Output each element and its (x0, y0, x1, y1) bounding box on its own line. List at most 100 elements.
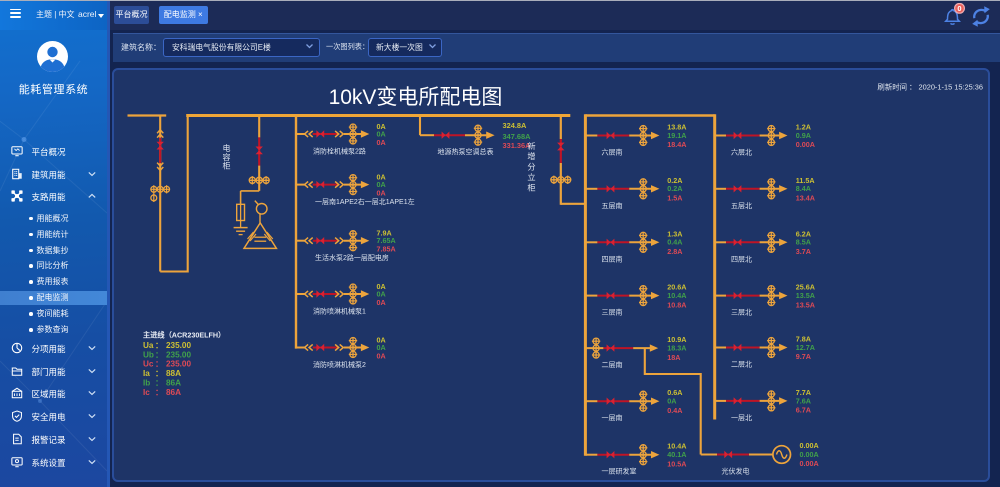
svg-text:8.5A: 8.5A (796, 238, 811, 247)
svg-text:Ia: Ia (143, 369, 150, 378)
svg-text:86A: 86A (166, 378, 181, 387)
svg-text:0A: 0A (377, 352, 386, 361)
svg-text:1.3A: 1.3A (667, 229, 682, 238)
svg-text:18.3A: 18.3A (667, 344, 686, 353)
svg-text:0A: 0A (377, 189, 386, 198)
svg-text:0: 0 (957, 4, 961, 13)
svg-text:：: ： (155, 341, 163, 350)
svg-text:1.2A: 1.2A (796, 123, 811, 132)
svg-text:19.1A: 19.1A (667, 131, 686, 140)
svg-text:13.4A: 13.4A (796, 194, 815, 203)
svg-text:0.2A: 0.2A (667, 184, 682, 193)
svg-text:331.36A: 331.36A (503, 141, 532, 150)
svg-text:增: 增 (527, 151, 535, 161)
svg-text:40.1A: 40.1A (667, 450, 686, 459)
svg-text:Uc: Uc (143, 360, 154, 369)
svg-text:0A: 0A (377, 289, 386, 298)
svg-text:消防栓机械泵2路: 消防栓机械泵2路 (313, 147, 366, 156)
svg-text:Ic: Ic (143, 388, 150, 397)
svg-text:0.6A: 0.6A (667, 388, 682, 397)
svg-text:2.8A: 2.8A (667, 247, 682, 256)
svg-text:0A: 0A (377, 282, 386, 291)
svg-text:柜: 柜 (223, 161, 231, 171)
svg-text:324.8A: 324.8A (503, 121, 527, 130)
svg-text:一层研发室: 一层研发室 (602, 467, 637, 476)
svg-text:生活水泵2路一层配电房: 生活水泵2路一层配电房 (315, 253, 389, 262)
svg-text:9.7A: 9.7A (796, 352, 811, 361)
svg-text:86A: 86A (166, 388, 181, 397)
svg-text:：: ： (155, 369, 163, 378)
svg-text:三层南: 三层南 (602, 308, 623, 317)
svg-text:：: ： (155, 360, 163, 369)
svg-text:六层北: 六层北 (731, 148, 752, 157)
svg-text:13.8A: 13.8A (667, 123, 686, 132)
svg-text:二层北: 二层北 (731, 361, 752, 369)
svg-text:立: 立 (527, 172, 535, 182)
svg-text:：: ： (155, 388, 163, 397)
svg-text:消防喷淋机械泵2: 消防喷淋机械泵2 (313, 360, 366, 369)
svg-text:五层北: 五层北 (731, 202, 752, 210)
svg-text:光伏发电: 光伏发电 (722, 467, 750, 476)
svg-text:六层南: 六层南 (602, 148, 623, 157)
svg-text:6.7A: 6.7A (796, 406, 811, 415)
svg-text:10.8A: 10.8A (667, 300, 686, 309)
svg-text:0A: 0A (377, 129, 386, 138)
svg-text:0A: 0A (377, 298, 386, 307)
svg-text:88A: 88A (166, 369, 181, 378)
svg-text:0A: 0A (377, 122, 386, 131)
svg-text:0.4A: 0.4A (667, 406, 682, 415)
svg-text:235.00: 235.00 (166, 360, 191, 369)
svg-text:四层北: 四层北 (731, 255, 752, 263)
svg-text:一层北: 一层北 (731, 414, 752, 422)
svg-text:消防喷淋机械泵1: 消防喷淋机械泵1 (313, 307, 366, 316)
svg-text:20.6A: 20.6A (667, 283, 686, 292)
svg-text:：: ： (155, 378, 163, 387)
svg-text:分: 分 (527, 163, 535, 172)
svg-text:0.00A: 0.00A (800, 441, 819, 450)
svg-text:容: 容 (223, 152, 231, 162)
svg-text:7.7A: 7.7A (796, 388, 811, 397)
svg-text:11.5A: 11.5A (796, 176, 815, 185)
svg-text:8.4A: 8.4A (796, 184, 811, 193)
svg-text:7.9A: 7.9A (377, 229, 392, 238)
svg-text:0A: 0A (377, 172, 386, 181)
svg-text:10.5A: 10.5A (667, 459, 686, 468)
svg-text:235.00: 235.00 (166, 341, 191, 350)
svg-text:新: 新 (527, 141, 535, 151)
svg-text:235.00: 235.00 (166, 350, 191, 359)
svg-text:：: ： (155, 350, 163, 359)
svg-text:18.4A: 18.4A (667, 140, 686, 149)
svg-text:25.6A: 25.6A (796, 283, 815, 292)
svg-text:三层北: 三层北 (731, 309, 752, 317)
svg-text:10kV变电所配电图: 10kV变电所配电图 (329, 86, 503, 109)
svg-text:347.68A: 347.68A (503, 132, 532, 141)
svg-text:18A: 18A (667, 353, 680, 362)
svg-text:0A: 0A (377, 343, 386, 352)
svg-text:Ib: Ib (143, 378, 150, 387)
svg-text:7.8A: 7.8A (796, 335, 811, 344)
svg-text:柜: 柜 (527, 182, 535, 192)
svg-text:0A: 0A (667, 397, 676, 406)
svg-text:0.9A: 0.9A (796, 131, 811, 140)
svg-text:Ua: Ua (143, 341, 154, 350)
svg-text:二层南: 二层南 (602, 360, 623, 369)
svg-text:1.5A: 1.5A (667, 194, 682, 203)
svg-text:0.4A: 0.4A (667, 238, 682, 247)
svg-text:刷新时间 ： 2020-1-15 15:25:36: 刷新时间 ： 2020-1-15 15:25:36 (877, 82, 983, 91)
svg-text:Ub: Ub (143, 350, 154, 359)
svg-text:12.7A: 12.7A (796, 343, 815, 352)
svg-text:0.00A: 0.00A (796, 140, 815, 149)
svg-text:0.00A: 0.00A (800, 450, 819, 459)
svg-text:0A: 0A (377, 138, 386, 147)
svg-text:电: 电 (223, 143, 231, 153)
svg-text:7.65A: 7.65A (377, 236, 396, 245)
svg-text:0A: 0A (377, 180, 386, 189)
svg-text:主进线（ACR230ELFH）: 主进线（ACR230ELFH） (143, 331, 225, 340)
svg-text:一层南: 一层南 (602, 413, 623, 422)
svg-text:10.4A: 10.4A (667, 291, 686, 300)
svg-text:0.00A: 0.00A (800, 459, 819, 468)
svg-text:10.9A: 10.9A (667, 335, 686, 344)
svg-text:0.2A: 0.2A (667, 176, 682, 185)
svg-text:地源热泵空调总表: 地源热泵空调总表 (438, 147, 494, 156)
svg-text:一层南1APE2右一层北1APE1左: 一层南1APE2右一层北1APE1左 (315, 197, 415, 206)
